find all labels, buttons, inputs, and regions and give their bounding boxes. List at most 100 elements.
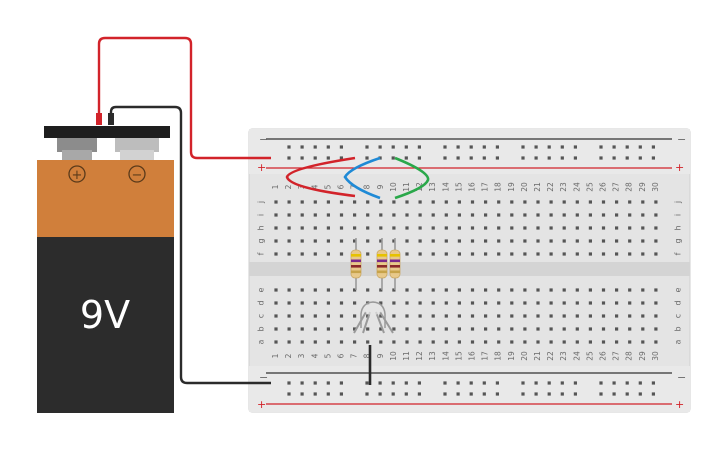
breadboard-hole[interactable] <box>654 252 658 256</box>
breadboard-hole[interactable] <box>431 226 435 230</box>
breadboard-hole[interactable] <box>300 301 304 305</box>
breadboard-hole[interactable] <box>562 200 566 204</box>
breadboard-hole[interactable] <box>575 200 579 204</box>
breadboard-hole[interactable] <box>431 301 435 305</box>
breadboard-hole[interactable] <box>641 213 645 217</box>
wire-green-jumper[interactable] <box>394 156 430 200</box>
breadboard-hole[interactable] <box>641 340 645 344</box>
breadboard-hole[interactable] <box>601 200 606 204</box>
rail-hole[interactable] <box>391 145 395 149</box>
breadboard-hole[interactable] <box>366 226 370 230</box>
breadboard-hole[interactable] <box>562 226 566 230</box>
breadboard-hole[interactable] <box>431 213 435 217</box>
breadboard-hole[interactable] <box>300 327 304 331</box>
breadboard-holes[interactable] <box>274 145 658 396</box>
breadboard-hole[interactable] <box>392 200 396 204</box>
rail-hole[interactable] <box>456 156 460 160</box>
breadboard-hole[interactable] <box>274 226 278 230</box>
breadboard-hole[interactable] <box>615 301 619 305</box>
rail-hole[interactable] <box>417 145 421 149</box>
breadboard-hole[interactable] <box>497 200 501 204</box>
rail-hole[interactable] <box>573 392 577 396</box>
breadboard-hole[interactable] <box>510 226 514 230</box>
breadboard-hole[interactable] <box>470 213 475 217</box>
breadboard-hole[interactable] <box>326 340 330 344</box>
breadboard-hole[interactable] <box>523 327 527 331</box>
breadboard-hole[interactable] <box>628 301 632 305</box>
breadboard-hole[interactable] <box>418 327 422 331</box>
breadboard-hole[interactable] <box>444 327 448 331</box>
breadboard-hole[interactable] <box>353 200 357 204</box>
rail-hole[interactable] <box>599 392 603 396</box>
breadboard-hole[interactable] <box>510 200 514 204</box>
breadboard-hole[interactable] <box>313 327 317 331</box>
breadboard-hole[interactable] <box>484 252 488 256</box>
breadboard-hole[interactable] <box>470 252 475 256</box>
breadboard-hole[interactable] <box>326 226 330 230</box>
rail-hole[interactable] <box>378 145 382 149</box>
breadboard-hole[interactable] <box>484 226 488 230</box>
breadboard-hole[interactable] <box>523 314 527 318</box>
rail-hole[interactable] <box>469 156 473 160</box>
breadboard-hole[interactable] <box>575 288 579 292</box>
breadboard[interactable]: − + − + − + − + 112233445566778899101011… <box>248 128 691 413</box>
breadboard-hole[interactable] <box>470 288 475 292</box>
rail-hole[interactable] <box>495 156 499 160</box>
breadboard-hole[interactable] <box>287 213 291 217</box>
rail-hole[interactable] <box>365 392 369 396</box>
breadboard-hole[interactable] <box>353 288 357 292</box>
rail-hole[interactable] <box>443 392 447 396</box>
breadboard-hole[interactable] <box>392 301 396 305</box>
breadboard-hole[interactable] <box>313 340 317 344</box>
rail-hole[interactable] <box>495 381 499 385</box>
breadboard-hole[interactable] <box>523 252 527 256</box>
rail-hole[interactable] <box>326 145 330 149</box>
breadboard-hole[interactable] <box>405 213 409 217</box>
breadboard-hole[interactable] <box>339 314 344 318</box>
breadboard-hole[interactable] <box>274 301 278 305</box>
breadboard-hole[interactable] <box>562 239 566 243</box>
rail-hole[interactable] <box>495 145 499 149</box>
breadboard-hole[interactable] <box>379 239 383 243</box>
breadboard-hole[interactable] <box>562 288 566 292</box>
breadboard-hole[interactable] <box>654 314 658 318</box>
breadboard-hole[interactable] <box>457 314 461 318</box>
breadboard-hole[interactable] <box>418 200 422 204</box>
rail-hole[interactable] <box>417 381 421 385</box>
rail-hole[interactable] <box>365 145 369 149</box>
breadboard-hole[interactable] <box>339 252 344 256</box>
breadboard-hole[interactable] <box>274 327 278 331</box>
breadboard-hole[interactable] <box>418 252 422 256</box>
rail-hole[interactable] <box>326 156 330 160</box>
rail-hole[interactable] <box>534 392 538 396</box>
breadboard-hole[interactable] <box>549 239 553 243</box>
breadboard-hole[interactable] <box>470 239 475 243</box>
rail-hole[interactable] <box>547 381 551 385</box>
breadboard-hole[interactable] <box>562 252 566 256</box>
breadboard-hole[interactable] <box>523 301 527 305</box>
breadboard-hole[interactable] <box>339 327 344 331</box>
breadboard-hole[interactable] <box>444 301 448 305</box>
breadboard-hole[interactable] <box>601 226 606 230</box>
rail-hole[interactable] <box>339 145 343 149</box>
rail-hole[interactable] <box>625 145 629 149</box>
breadboard-hole[interactable] <box>615 213 619 217</box>
breadboard-hole[interactable] <box>405 327 409 331</box>
breadboard-hole[interactable] <box>313 252 317 256</box>
breadboard-hole[interactable] <box>654 239 658 243</box>
rail-hole[interactable] <box>300 145 304 149</box>
breadboard-hole[interactable] <box>418 213 422 217</box>
breadboard-hole[interactable] <box>274 239 278 243</box>
wire-black-battery[interactable] <box>109 105 271 385</box>
breadboard-hole[interactable] <box>615 340 619 344</box>
breadboard-hole[interactable] <box>470 301 475 305</box>
rail-hole[interactable] <box>547 156 551 160</box>
breadboard-hole[interactable] <box>366 340 370 344</box>
breadboard-hole[interactable] <box>588 301 592 305</box>
breadboard-hole[interactable] <box>510 314 514 318</box>
rail-hole[interactable] <box>300 381 304 385</box>
breadboard-hole[interactable] <box>431 200 435 204</box>
breadboard-hole[interactable] <box>431 252 435 256</box>
breadboard-hole[interactable] <box>366 239 370 243</box>
breadboard-hole[interactable] <box>366 200 370 204</box>
